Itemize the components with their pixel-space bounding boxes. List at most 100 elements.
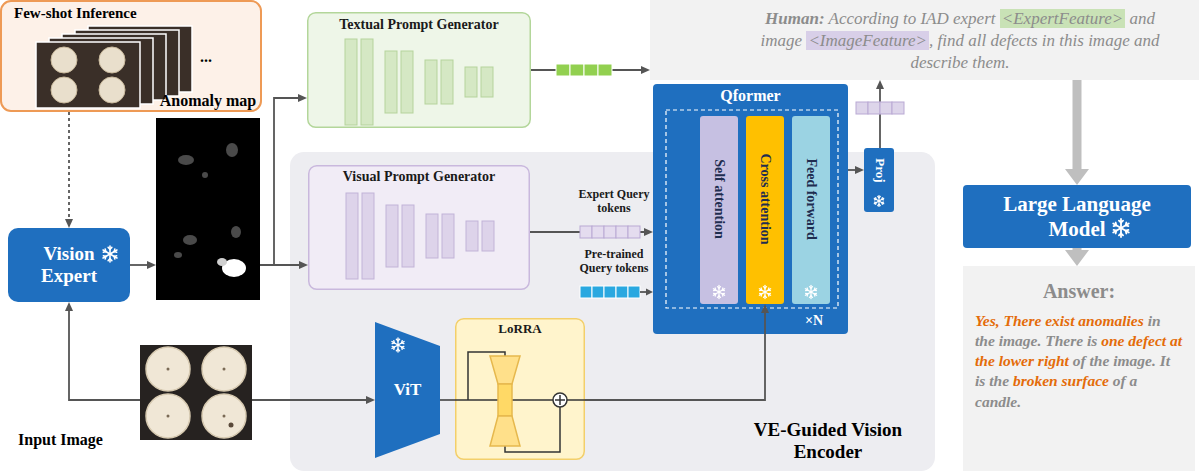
token [556,64,570,76]
connector [130,261,156,269]
layer-bar [482,221,494,251]
arrowhead [644,228,653,236]
weak-response [183,235,197,245]
snowflake-arm [805,289,811,292]
layer-bar [426,214,438,258]
snowflake-arm [398,342,404,346]
answer-part: broken surface [1013,372,1109,389]
snowflake-barb [806,288,808,290]
snowflake-icon [805,286,816,299]
snowflake-barb [722,293,724,295]
node-text: Self attention [711,159,727,239]
snowflake-arm [713,292,719,295]
box-fill [308,13,531,128]
snowflake-arm [811,289,817,292]
snowflake-barb [714,294,716,296]
snowflake-arm [874,201,879,204]
node-text: Few-shot Inference [14,5,137,22]
candle-wick [167,368,170,371]
snowflake-arm [103,250,110,254]
bottleneck [498,384,512,416]
arrowhead [761,304,769,313]
snowflake-icon [713,286,724,299]
snowflake-arm [719,289,725,292]
box-fill [456,319,585,460]
encoder-shape [375,322,440,458]
node-text: Large Language Model [992,192,1162,240]
snowflake-barb [881,198,883,200]
candle [146,394,190,438]
node-text: VE-Guided Vision Encoder [733,419,923,463]
node-text: ×N [805,313,823,329]
snowflake-barb [814,293,816,295]
layer-bar [402,205,414,267]
candle-wick [167,415,170,418]
snowflake-barb [114,255,116,257]
candle [146,347,190,391]
token-row [580,286,640,298]
answer-heading: Answer: [963,280,1195,303]
connector [848,166,864,174]
node-text: Visual Prompt Generator [343,169,495,185]
image-frame [36,42,140,108]
snowflake-arm [811,292,817,295]
snowflake-arm [103,254,110,258]
down-projection [490,356,520,384]
weak-response [202,172,208,178]
weak-response [178,155,194,165]
snowflake-arm [759,289,765,292]
arrowhead [299,261,308,269]
snowflake-icon [1113,219,1129,237]
box-fill [864,148,894,212]
arrowhead [641,66,650,74]
token [604,286,616,298]
box-fill [8,228,130,302]
snowflake-arm [719,292,725,295]
arrowhead [298,94,307,102]
snowflake-barb [718,287,719,288]
token [592,286,604,298]
token-row [556,64,612,76]
snowflake-barb [806,289,808,291]
snowflake-arm [759,292,765,295]
connector [260,94,307,265]
connector [1065,80,1089,185]
prompt-part: According to IAD expert [829,9,996,28]
candle [202,347,246,391]
token [616,226,628,238]
token [868,102,880,114]
layer-bar [386,205,398,267]
prompt-box: Human: According to IAD expert <ExpertFe… [650,0,1199,80]
token [856,102,868,114]
snowflake-icon [759,286,770,299]
node-text: Feed forward [803,158,819,239]
snowflake-barb [760,289,762,291]
node-text: Cross attention [757,153,773,244]
snowflake-barb [722,294,724,296]
snowflake-barb [768,294,770,296]
candle-wick [223,415,226,418]
layer-bar [442,214,454,258]
snowflake-icon [103,246,117,262]
snowflake-barb [1115,231,1118,234]
layer-bar [346,193,358,279]
token [570,64,584,76]
up-projection [490,416,520,446]
token [598,64,612,76]
arrowhead [646,289,653,296]
node-text: Textual Prompt Generator [339,17,498,33]
connector-line [260,264,302,266]
sample-image [36,42,140,108]
snowflake-barb [760,288,762,290]
connector-line [69,308,140,400]
token [616,286,628,298]
candle [51,47,77,73]
lorra-adapter [455,352,585,452]
anomaly-heatmap [156,118,260,300]
snowflake-icon [874,196,884,207]
expert-box: Vision Expert [8,228,130,302]
snowflake-barb [814,294,816,296]
snowflake-arm [765,289,771,292]
snowflake-barb [882,202,884,204]
